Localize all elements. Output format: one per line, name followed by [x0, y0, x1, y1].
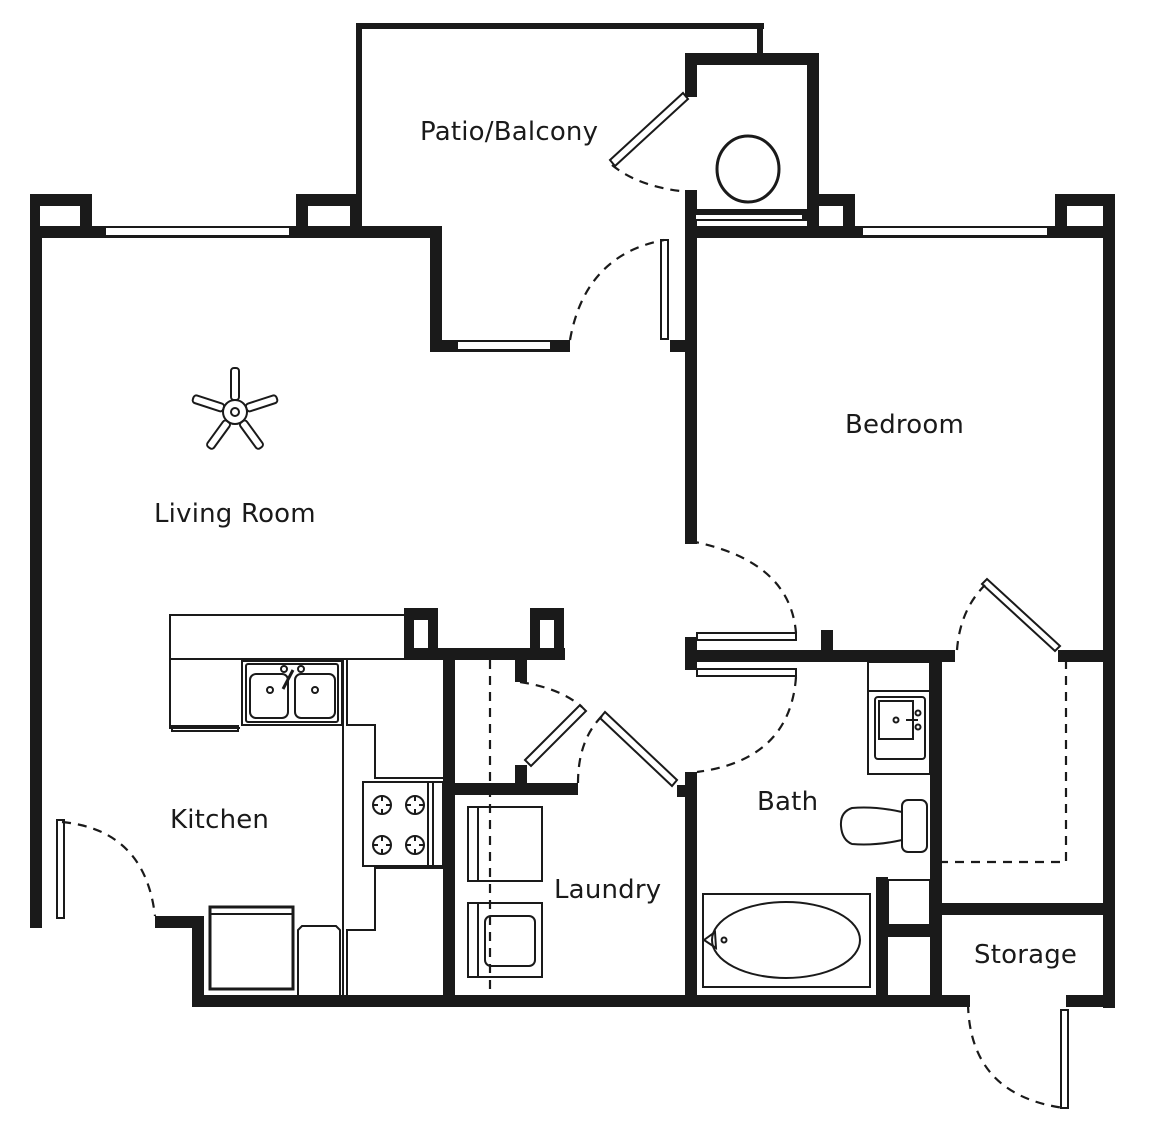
dishwasher-icon: [297, 925, 341, 995]
room-label-living-room: Living Room: [154, 499, 316, 529]
double-sink-icon: [241, 660, 343, 726]
ceiling-fan-icon: [191, 367, 279, 450]
room-label-patio: Patio/Balcony: [420, 117, 599, 147]
windows: [104, 213, 1049, 351]
refrigerator-icon: [208, 905, 295, 991]
toilet-icon: [839, 799, 928, 853]
room-label-bath: Bath: [757, 787, 819, 817]
room-label-storage: Storage: [974, 940, 1078, 970]
room-label-kitchen: Kitchen: [170, 805, 270, 835]
mechanical-closet: [887, 879, 931, 926]
doors: [56, 91, 1069, 1110]
room-label-laundry: Laundry: [554, 875, 662, 905]
range-icon: [362, 781, 444, 867]
room-label-bedroom: Bedroom: [845, 410, 964, 440]
vanity-sink-icon: [867, 661, 931, 775]
bathtub-icon: [702, 893, 871, 988]
water-heater-icon: [715, 134, 781, 204]
washer-icon: [467, 902, 543, 978]
dryer-icon: [467, 806, 543, 882]
